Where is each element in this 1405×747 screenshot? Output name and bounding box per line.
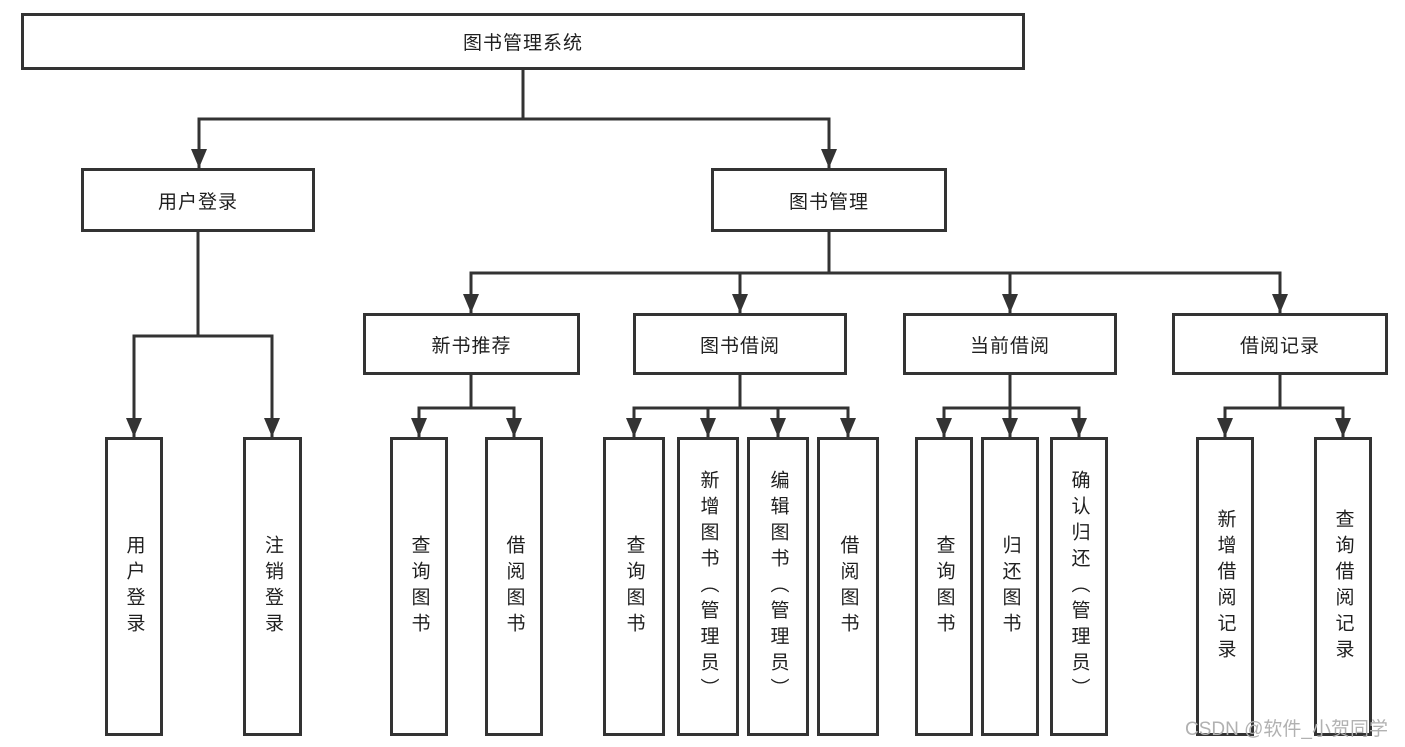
node-book-borrow-label: 图书借阅 — [699, 335, 780, 357]
leaf-borrow-book-1-label: 借阅图书 — [503, 534, 525, 639]
node-root-label: 图书管理系统 — [462, 33, 583, 54]
leaf-query-book-1-label: 查询图书 — [408, 534, 430, 639]
leaf-add-book-admin-label: 新增图书（管理员） — [697, 469, 719, 704]
leaf-confirm-return-admin-label: 确认归还（管理员） — [1068, 469, 1090, 704]
leaf-user-login: 用户登录 — [105, 437, 163, 736]
leaf-add-borrow-record-label: 新增借阅记录 — [1214, 508, 1236, 665]
node-borrow-records: 借阅记录 — [1172, 313, 1388, 375]
branch-root — [191, 70, 837, 168]
node-current-borrow: 当前借阅 — [903, 313, 1117, 375]
node-book-borrow: 图书借阅 — [633, 313, 847, 375]
leaf-add-book-admin: 新增图书（管理员） — [677, 437, 739, 736]
node-new-book-recommend: 新书推荐 — [363, 313, 580, 375]
node-borrow-records-label: 借阅记录 — [1239, 335, 1320, 357]
branch-book-borrow — [626, 375, 856, 437]
node-book-management: 图书管理 — [711, 168, 947, 232]
node-user-login: 用户登录 — [81, 168, 315, 232]
leaf-return-book: 归还图书 — [981, 437, 1039, 736]
branch-borrow-records — [1217, 375, 1351, 437]
branch-new-book — [411, 375, 522, 437]
branch-current-borrow — [936, 375, 1087, 437]
leaf-query-book-3: 查询图书 — [915, 437, 973, 736]
csdn-watermark: CSDN @软件_小贺同学 — [1185, 719, 1388, 740]
leaf-return-book-label: 归还图书 — [999, 534, 1021, 639]
node-book-management-label: 图书管理 — [788, 191, 869, 213]
leaf-user-login-label: 用户登录 — [123, 534, 145, 639]
leaf-logout-label: 注销登录 — [262, 534, 283, 639]
branch-book-management — [463, 232, 1288, 313]
node-user-login-label: 用户登录 — [157, 191, 238, 213]
leaf-add-borrow-record: 新增借阅记录 — [1196, 437, 1254, 736]
node-new-book-recommend-label: 新书推荐 — [431, 335, 512, 357]
leaf-edit-book-admin-label: 编辑图书（管理员） — [767, 469, 789, 704]
leaf-borrow-book-2: 借阅图书 — [817, 437, 879, 736]
leaf-query-borrow-record: 查询借阅记录 — [1314, 437, 1372, 736]
leaf-query-book-2-label: 查询图书 — [623, 534, 645, 639]
leaf-borrow-book-2-label: 借阅图书 — [837, 534, 859, 639]
leaf-confirm-return-admin: 确认归还（管理员） — [1050, 437, 1108, 736]
node-root: 图书管理系统 — [21, 13, 1025, 70]
branch-user-login — [126, 232, 280, 437]
leaf-query-book-2: 查询图书 — [603, 437, 665, 736]
leaf-query-book-3-label: 查询图书 — [933, 534, 955, 639]
node-current-borrow-label: 当前借阅 — [969, 335, 1050, 357]
leaf-edit-book-admin: 编辑图书（管理员） — [747, 437, 809, 736]
leaf-logout: 注销登录 — [243, 437, 302, 736]
leaf-query-book-1: 查询图书 — [390, 437, 448, 736]
leaf-query-borrow-record-label: 查询借阅记录 — [1332, 508, 1354, 665]
leaf-borrow-book-1: 借阅图书 — [485, 437, 543, 736]
